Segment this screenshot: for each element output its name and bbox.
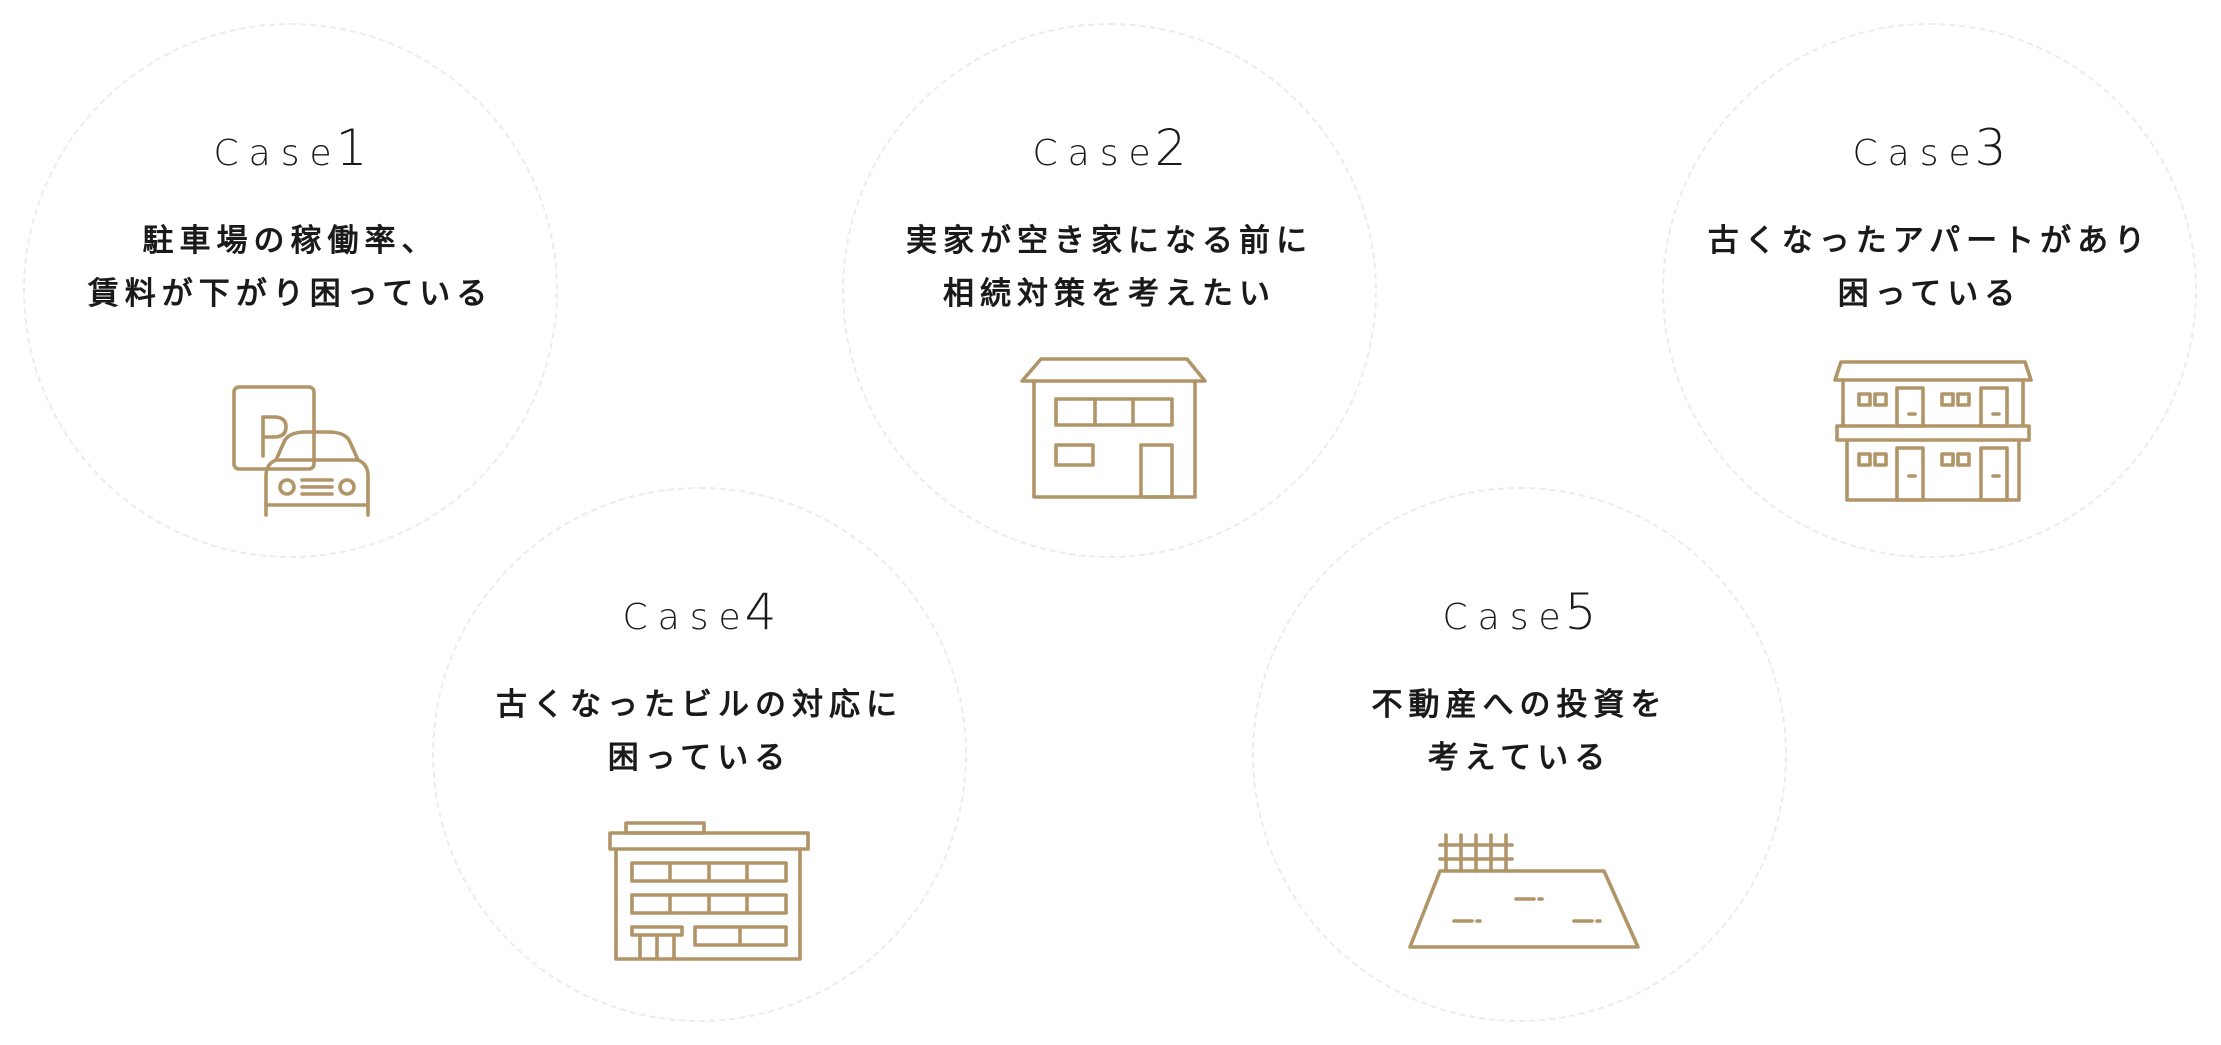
- case-title: Case5: [1442, 583, 1597, 641]
- land-plot-icon: [1404, 829, 1644, 954]
- case-description: 不動産への投資を 考えている: [1371, 687, 1668, 776]
- case-description: 古くなったアパートがあり 困っている: [1707, 223, 2152, 312]
- apartment-icon: [1831, 358, 2036, 506]
- case-card-3[interactable]: Case3 古くなったアパートがあり 困っている: [1662, 23, 2197, 558]
- case-card-5[interactable]: Case5 不動産への投資を 考えている: [1252, 487, 1787, 1022]
- case-card-4[interactable]: Case4 古くなったビルの対応に 困っている: [432, 487, 967, 1022]
- case-description: 古くなったビルの対応に 困っている: [496, 687, 903, 776]
- case-description: 実家が空き家になる前に 相続対策を考えたい: [906, 223, 1313, 312]
- case-title: Case1: [213, 119, 368, 177]
- case-description: 駐車場の稼働率、 賃料が下がり困っている: [87, 223, 494, 312]
- house-icon: [1019, 355, 1209, 505]
- case-card-2[interactable]: Case2 実家が空き家になる前に 相続対策を考えたい: [842, 23, 1377, 558]
- case-title: Case2: [1032, 119, 1187, 177]
- case-card-1[interactable]: Case1 駐車場の稼働率、 賃料が下がり困っている: [23, 23, 558, 558]
- case-title: Case4: [622, 583, 777, 641]
- office-building-icon: [606, 819, 811, 964]
- parking-car-icon: [208, 360, 378, 520]
- case-title: Case3: [1852, 119, 2007, 177]
